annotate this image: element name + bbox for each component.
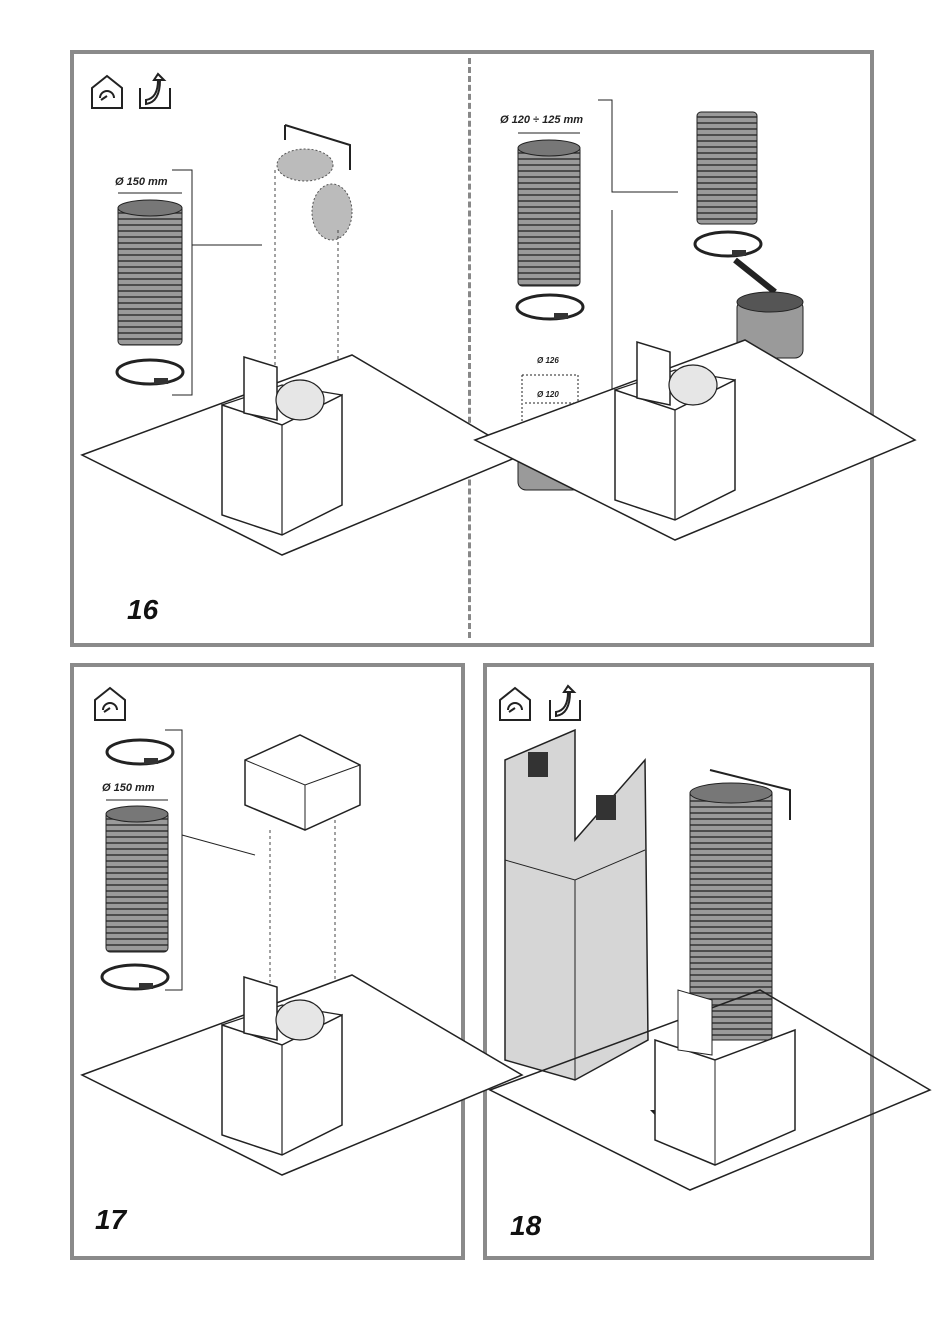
duct-150-icon	[106, 812, 168, 952]
extraction-mode-icon	[139, 73, 171, 109]
clamp-icon	[515, 293, 585, 321]
step-number: 18	[510, 1210, 542, 1241]
clamp-icon	[105, 738, 175, 766]
clamp-icon	[115, 358, 185, 386]
filter-box-icon	[245, 735, 360, 830]
extraction-mode-icon	[549, 685, 581, 721]
duct-diameter-label: Ø 120 ÷ 125 mm	[500, 114, 584, 126]
adapter-inner-diameter-label: Ø 120	[537, 390, 559, 399]
duct-150-icon	[118, 205, 182, 345]
duct-diameter-label: Ø 150 mm	[115, 176, 168, 188]
recirculation-mode-icon	[91, 75, 123, 109]
recirculation-mode-icon	[94, 687, 126, 721]
hood-body-icon	[474, 339, 916, 541]
panel-divider	[468, 58, 471, 638]
clamp-icon	[100, 963, 170, 991]
hood-body-icon	[81, 974, 523, 1176]
duct-120-125-icon	[518, 146, 580, 286]
step-number: 17	[95, 1204, 127, 1235]
step-number: 16	[127, 594, 159, 625]
duct-diameter-label: Ø 150 mm	[102, 782, 155, 794]
recirculation-mode-icon	[499, 687, 531, 721]
chimney-cover-icon	[505, 730, 648, 1080]
adapter-outer-diameter-label: Ø 126	[537, 356, 559, 365]
